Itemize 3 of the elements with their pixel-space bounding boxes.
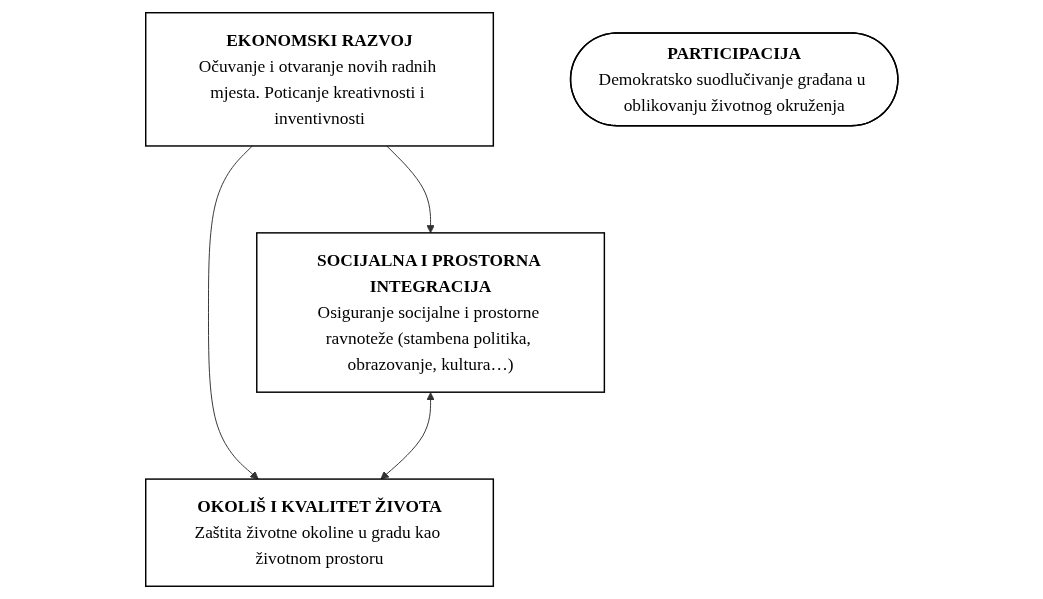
- node-box: OKOLIŠ I KVALITET ŽIVOTA Zaštita životne okoline u gradu kao životnom prostoru: [144, 478, 494, 587]
- node-box: EKONOMSKI RAZVOJ Očuvanje i otvaranje novih radnih mjesta. Poticanje kreativnosti i inventivnosti: [144, 12, 494, 147]
- node-box: SOCIJALNA I PROSTORNA INTEGRACIJA Osiguranje socijalne i prostorne ravnoteže (stambena politika, obrazovanje, kultura…): [255, 232, 605, 393]
